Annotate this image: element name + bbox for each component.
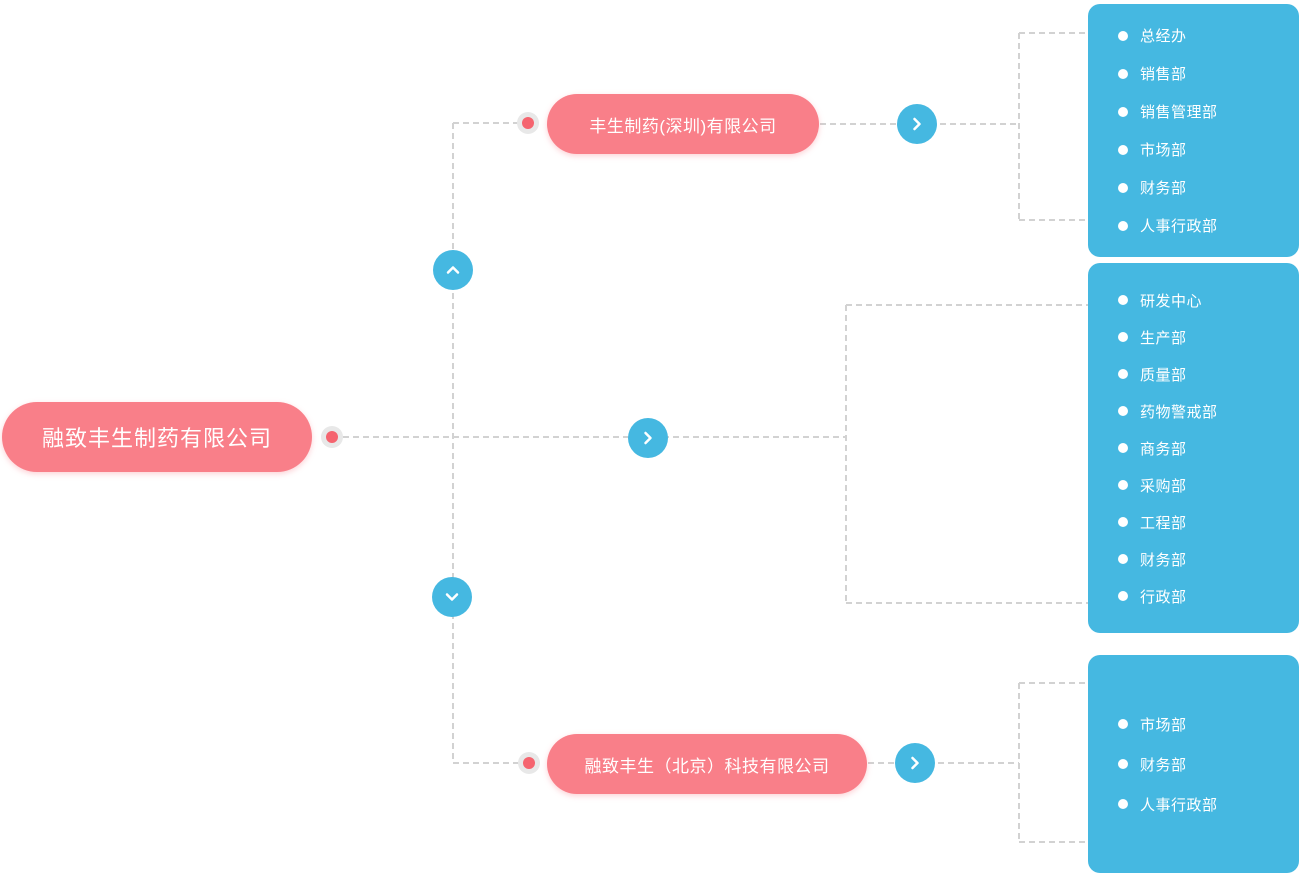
chevron-up-icon [443, 260, 463, 280]
bullet-dot-icon [1118, 591, 1128, 601]
connector-dot-icon [321, 426, 343, 448]
department-label: 行政部 [1140, 588, 1187, 606]
department-item[interactable]: 研发中心 [1118, 282, 1299, 319]
department-item[interactable]: 人事行政部 [1118, 784, 1299, 824]
department-item[interactable]: 财务部 [1118, 169, 1299, 207]
department-label: 生产部 [1140, 329, 1187, 347]
department-item[interactable]: 市场部 [1118, 704, 1299, 744]
department-item[interactable]: 工程部 [1118, 504, 1299, 541]
bullet-dot-icon [1118, 182, 1128, 193]
bullet-dot-icon [1118, 68, 1128, 79]
department-item[interactable]: 行政部 [1118, 578, 1299, 615]
expand-middle-button[interactable] [628, 418, 668, 458]
department-label: 商务部 [1140, 440, 1187, 458]
department-panel-middle: 研发中心 生产部 质量部 药物警戒部 商务部 采购部 工程部 财务部 行政部 [1088, 263, 1299, 633]
bullet-dot-icon [1118, 406, 1128, 416]
bullet-dot-icon [1118, 719, 1128, 729]
connector-line-root-to-middle [343, 436, 846, 438]
department-label: 销售管理部 [1140, 104, 1218, 121]
company-node-beijing[interactable]: 融致丰生（北京）科技有限公司 [547, 734, 867, 794]
department-item[interactable]: 总经办 [1118, 17, 1299, 55]
department-label: 市场部 [1140, 142, 1187, 159]
bullet-dot-icon [1118, 443, 1128, 453]
chevron-right-icon [907, 114, 927, 134]
department-list: 研发中心 生产部 质量部 药物警戒部 商务部 采购部 工程部 财务部 行政部 [1088, 282, 1299, 615]
department-item[interactable]: 商务部 [1118, 430, 1299, 467]
connector-line-bottom-branch-right [868, 762, 1019, 764]
department-label: 人事行政部 [1140, 218, 1218, 235]
bullet-dot-icon [1118, 369, 1128, 379]
department-item[interactable]: 采购部 [1118, 467, 1299, 504]
department-label: 总经办 [1140, 28, 1187, 45]
bullet-dot-icon [1118, 554, 1128, 564]
bullet-dot-icon [1118, 295, 1128, 305]
department-label: 销售部 [1140, 66, 1187, 83]
company-beijing-label: 融致丰生（北京）科技有限公司 [584, 756, 830, 776]
department-item[interactable]: 质量部 [1118, 356, 1299, 393]
scroll-down-button[interactable] [432, 577, 472, 617]
chevron-right-icon [638, 428, 658, 448]
chevron-down-icon [442, 587, 462, 607]
department-label: 财务部 [1140, 756, 1187, 774]
expand-shenzhen-button[interactable] [897, 104, 937, 144]
department-item[interactable]: 财务部 [1118, 541, 1299, 578]
expand-beijing-button[interactable] [895, 743, 935, 783]
department-panel-shenzhen: 总经办 销售部 销售管理部 市场部 财务部 人事行政部 [1088, 4, 1299, 257]
connector-line-middle-bracket-upper-stub [846, 304, 1090, 306]
connector-line-middle-bracket-lower-stub [846, 602, 1090, 604]
connector-dot-icon [517, 112, 539, 134]
department-item[interactable]: 人事行政部 [1118, 207, 1299, 245]
bullet-dot-icon [1118, 480, 1128, 490]
company-shenzhen-label: 丰生制药(深圳)有限公司 [589, 116, 777, 136]
department-item[interactable]: 财务部 [1118, 744, 1299, 784]
chevron-right-icon [905, 753, 925, 773]
department-item[interactable]: 生产部 [1118, 319, 1299, 356]
connector-line-junction-vertical [452, 123, 454, 763]
department-list: 市场部 财务部 人事行政部 [1088, 704, 1299, 824]
bullet-dot-icon [1118, 220, 1128, 231]
department-item[interactable]: 销售部 [1118, 55, 1299, 93]
connector-line-bottom-bracket-upper-stub [1019, 682, 1090, 684]
department-label: 财务部 [1140, 551, 1187, 569]
department-label: 市场部 [1140, 716, 1187, 734]
department-label: 财务部 [1140, 180, 1187, 197]
connector-line-bottom-bracket-lower-stub [1019, 841, 1090, 843]
bullet-dot-icon [1118, 332, 1128, 342]
department-label: 采购部 [1140, 477, 1187, 495]
department-item[interactable]: 销售管理部 [1118, 93, 1299, 131]
department-label: 药物警戒部 [1140, 403, 1218, 421]
department-label: 工程部 [1140, 514, 1187, 532]
department-list: 总经办 销售部 销售管理部 市场部 财务部 人事行政部 [1088, 17, 1299, 245]
department-item[interactable]: 市场部 [1118, 131, 1299, 169]
connector-line-top-bracket-upper-stub [1019, 32, 1090, 34]
department-item[interactable]: 药物警戒部 [1118, 393, 1299, 430]
scroll-up-button[interactable] [433, 250, 473, 290]
department-panel-beijing: 市场部 财务部 人事行政部 [1088, 655, 1299, 873]
department-label: 人事行政部 [1140, 796, 1218, 814]
connector-line-middle-bracket-vertical [845, 305, 847, 603]
bullet-dot-icon [1118, 30, 1128, 41]
bullet-dot-icon [1118, 517, 1128, 527]
bullet-dot-icon [1118, 759, 1128, 769]
root-company-label: 融致丰生制药有限公司 [41, 426, 272, 451]
connector-dot-icon [518, 752, 540, 774]
connector-line-top-bracket-lower-stub [1019, 219, 1090, 221]
connector-line-bottom-branch-left [453, 762, 520, 764]
bullet-dot-icon [1118, 144, 1128, 155]
department-label: 质量部 [1140, 366, 1187, 384]
bullet-dot-icon [1118, 799, 1128, 809]
connector-line-top-bracket-vertical [1018, 33, 1020, 220]
company-node-shenzhen[interactable]: 丰生制药(深圳)有限公司 [547, 94, 819, 154]
department-label: 研发中心 [1140, 292, 1203, 310]
root-company-node[interactable]: 融致丰生制药有限公司 [2, 402, 312, 472]
bullet-dot-icon [1118, 106, 1128, 117]
connector-line-top-branch-left [453, 122, 519, 124]
connector-line-bottom-bracket-vertical [1018, 683, 1020, 842]
